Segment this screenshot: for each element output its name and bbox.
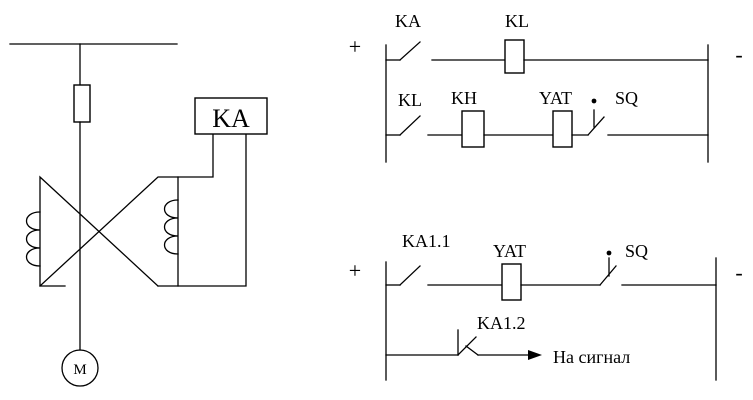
kl-coil <box>504 39 525 74</box>
sq-switch <box>587 116 605 136</box>
current-transformer-right <box>39 176 179 287</box>
ka11-contact-label: KA1.1 <box>402 231 451 251</box>
minus-sign: - <box>735 42 742 67</box>
sq-switch-dot <box>606 250 612 256</box>
control-circuit-2: + - KA1.1 YAT SQ KA1.2 На сигнал <box>349 231 743 381</box>
relay-wire-2 <box>157 133 247 287</box>
kl-coil-label: KL <box>505 11 529 31</box>
yat-coil <box>552 110 573 148</box>
signal-output-label: На сигнал <box>553 347 630 367</box>
kh-coil <box>461 110 485 148</box>
sq-switch-dot <box>591 98 597 104</box>
control-circuit-1: + - KA KL KL KH YAT SQ <box>349 11 743 163</box>
kl-contact-label: KL <box>398 90 422 110</box>
sq-switch <box>599 265 617 286</box>
motor-icon <box>61 349 99 387</box>
relay-ka-label: KA <box>212 104 250 133</box>
minus-sign: - <box>735 260 742 285</box>
plus-sign: + <box>349 34 361 59</box>
relay-ka-box <box>194 97 268 135</box>
plus-sign: + <box>349 258 361 283</box>
fuse <box>73 84 91 123</box>
ka12-contact-label: KA1.2 <box>477 313 526 333</box>
ka-contact-label: KA <box>395 11 421 31</box>
kh-coil-label: KH <box>451 88 477 108</box>
yat-coil-label: YAT <box>493 241 526 261</box>
kl-contact <box>399 115 421 136</box>
sq-switch-label: SQ <box>615 88 638 108</box>
signal-arrow-icon <box>528 350 542 360</box>
ka11-contact <box>399 265 421 286</box>
current-transformer-left <box>25 175 159 287</box>
relay-wire-1 <box>177 133 214 178</box>
yat-coil-label: YAT <box>539 88 572 108</box>
ka-contact <box>399 41 421 61</box>
yat-coil <box>501 263 522 301</box>
power-circuit: KA M <box>9 43 268 387</box>
sq-switch-label: SQ <box>625 241 648 261</box>
motor-label: M <box>73 362 86 378</box>
